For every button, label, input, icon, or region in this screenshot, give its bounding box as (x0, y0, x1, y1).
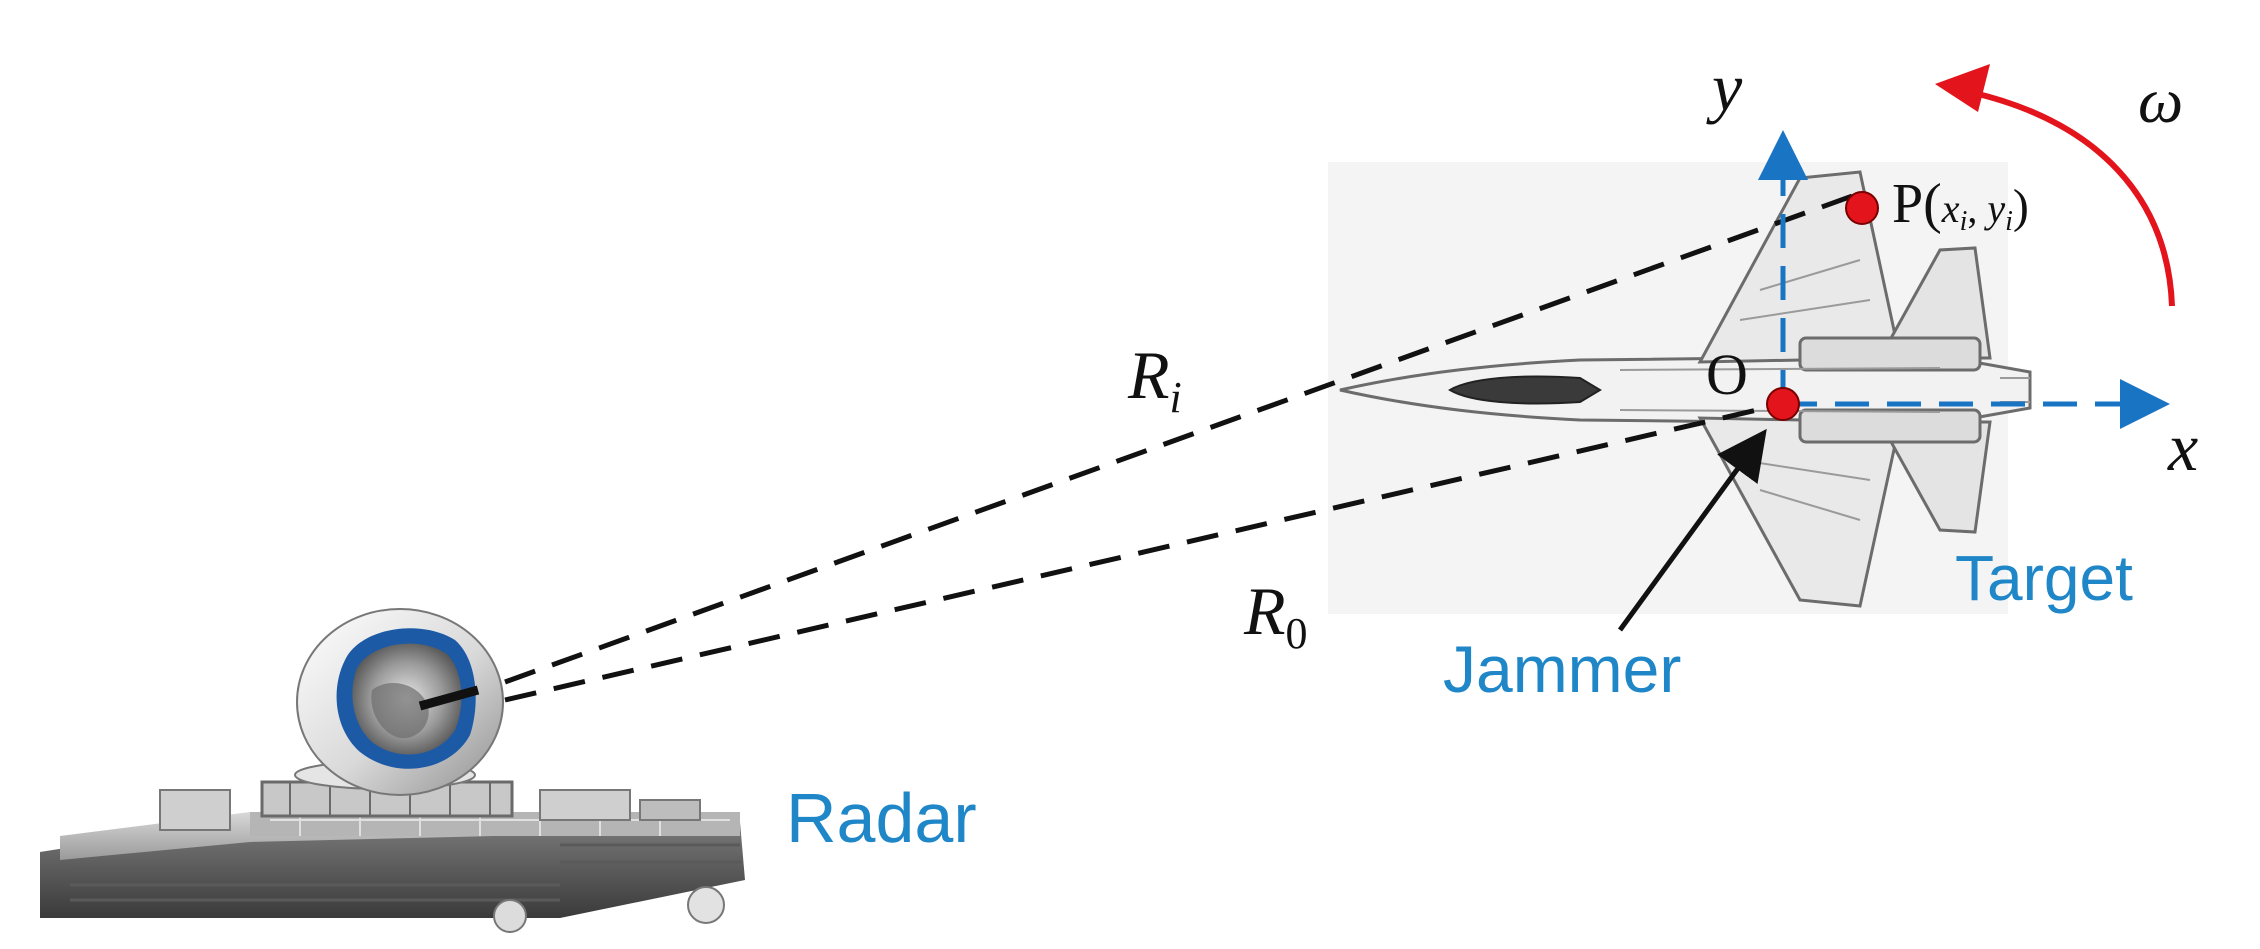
point-p-marker (1845, 191, 1879, 225)
target-aircraft (1328, 162, 2032, 614)
range-lines (504, 192, 1856, 703)
radar-feed-horn (418, 685, 480, 711)
rotation-arrowhead (1935, 64, 1990, 112)
rotation-arrow (1969, 89, 2175, 307)
point-p-label: P(xi, yi) (1892, 173, 2029, 237)
jammer-label: Jammer (1443, 632, 1681, 706)
axis-y-label: y (1706, 49, 1743, 125)
coordinate-axes (1758, 130, 2170, 429)
target-label: Target (1955, 542, 2133, 614)
origin-label: O (1706, 342, 1748, 407)
range-line-ri (504, 192, 1856, 685)
rotation-omega-label: ω (2138, 65, 2183, 136)
radar-building (40, 789, 745, 933)
range-r0-label: R0 (1243, 573, 1308, 658)
range-ri-label: Ri (1127, 337, 1182, 422)
jammer-pointer-arrow (1617, 428, 1767, 632)
origin-marker (1766, 387, 1800, 421)
axis-x-label: x (2167, 409, 2198, 485)
radar-station (40, 608, 745, 933)
radar-label: Radar (786, 779, 977, 857)
range-line-r0 (504, 401, 1784, 703)
radar-dome (296, 608, 504, 796)
